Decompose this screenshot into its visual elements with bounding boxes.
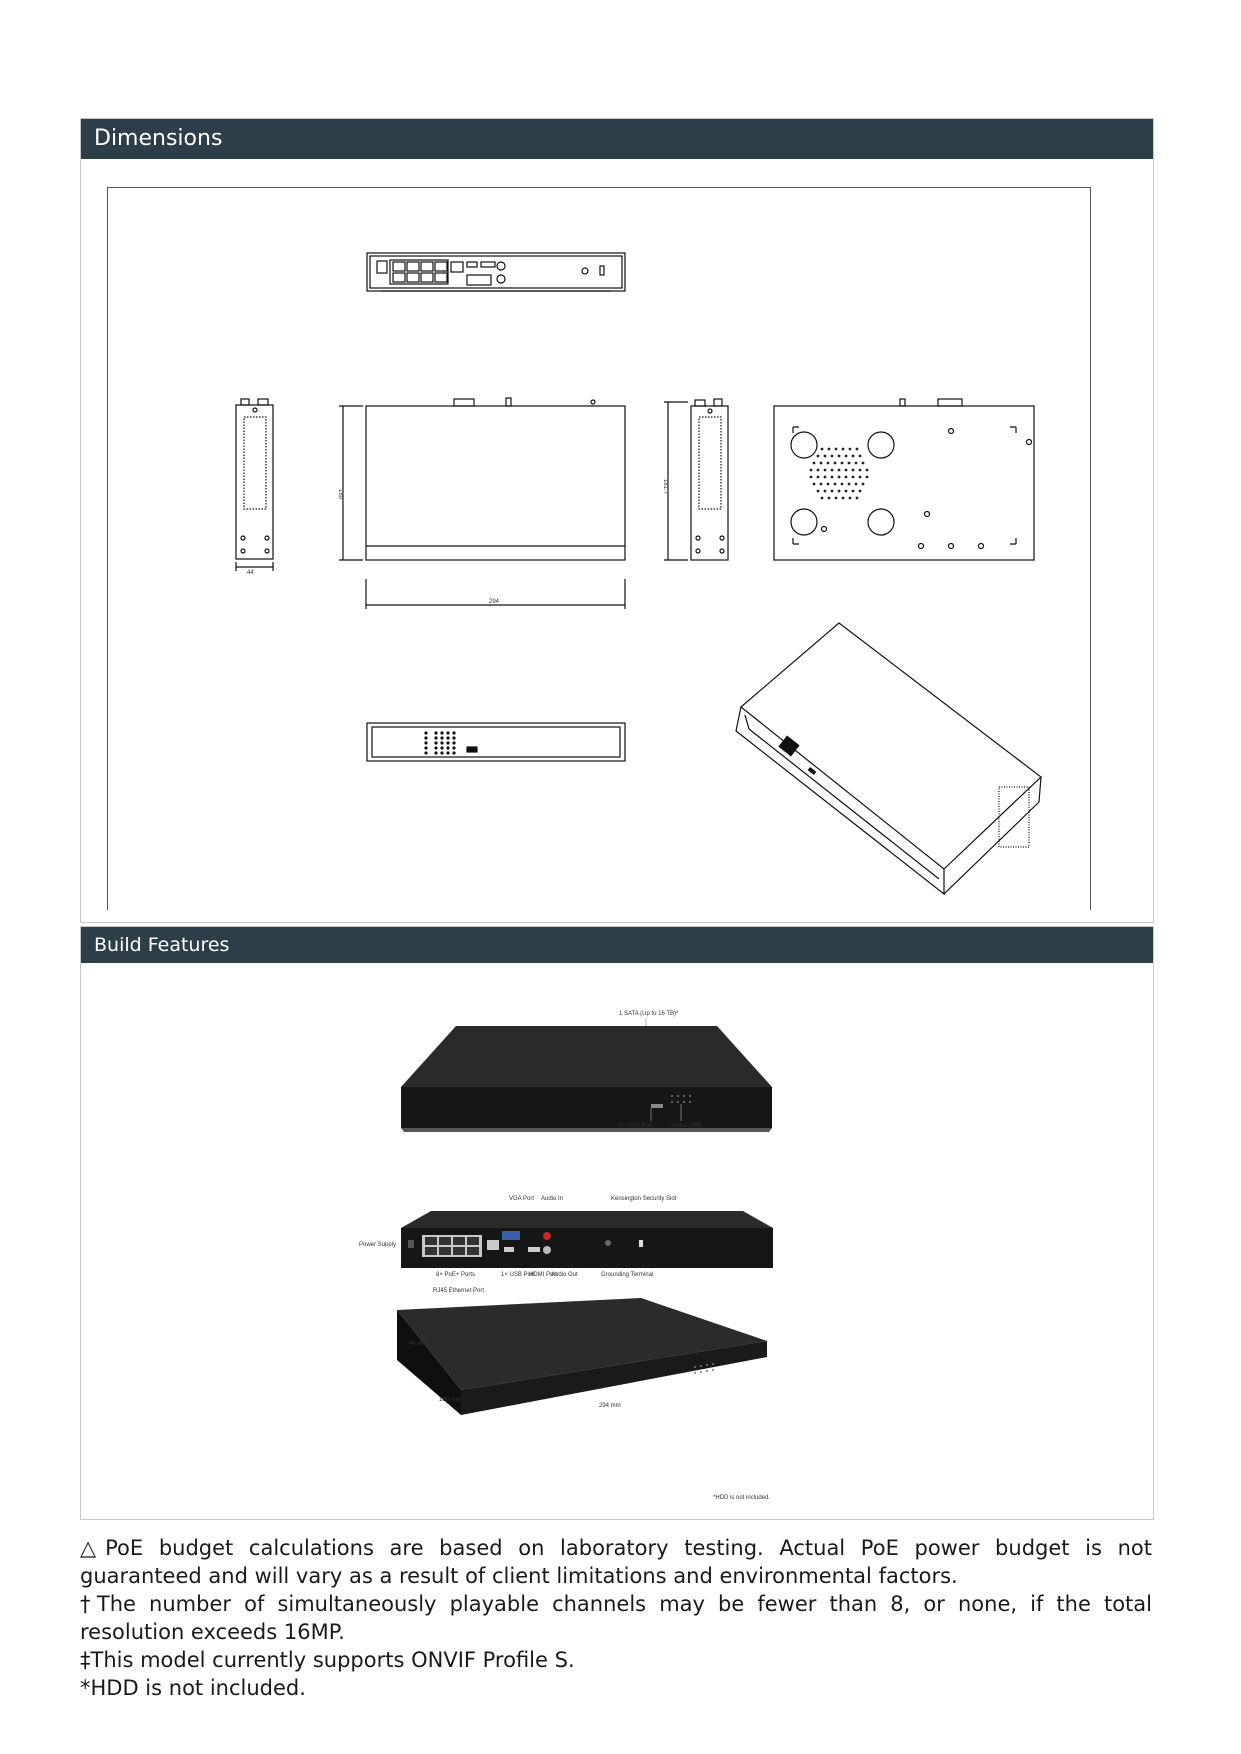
callout-audio-in: Audio In [541,1196,563,1202]
top-view-drawing [339,397,626,609]
dim-label-depth: 180 [337,489,343,500]
footnotes: △PoE budget calculations are based on la… [80,1534,1152,1702]
callout-usb-back: 1× USB Port [501,1272,535,1278]
callout-usb-front: 1× USB Port [619,1123,653,1129]
left-side-drawing [235,398,274,571]
dim-label-height: 44 [247,570,254,576]
footnote-onvif: ‡This model currently supports ONVIF Pro… [80,1648,575,1672]
callout-rj45: RJ45 Ethernet Port [433,1288,484,1294]
device-front-image [401,1018,772,1132]
callout-hdmi: HDMI Port [529,1272,557,1278]
footnote-poe-budget: △PoE budget calculations are based on la… [80,1536,1152,1588]
dim-label-depth-side: 181.7 [662,479,668,495]
callout-dim-width: 294 mm [599,1403,621,1409]
build-features-section: Build Features 1 SATA (Up to 16 TB)* 1× … [80,926,1154,1520]
isometric-drawing [735,622,1042,896]
callout-sata: 1 SATA (Up to 16 TB)* [619,1011,679,1017]
callout-status-led: Status LED [671,1123,702,1129]
callout-audio-out: Audio Out [551,1272,578,1278]
callout-power: Power Supply [359,1242,396,1248]
callout-dim-depth: 180 mm [439,1397,461,1403]
right-side-drawing [664,398,729,561]
device-isometric-image [397,1298,767,1415]
build-features-images: 1 SATA (Up to 16 TB)* 1× USB Port Status… [359,1011,773,1501]
dimensions-section: Dimensions [80,118,1154,923]
footnote-hdd: *HDD is not included. [80,1676,306,1700]
callout-kensington: Kensington Security Slot [611,1196,677,1202]
front-view-drawing [366,722,626,762]
callout-vga: VGA Port [509,1196,534,1202]
technical-drawing-frame [107,187,1091,910]
callout-grounding: Grounding Terminal [601,1272,653,1278]
device-back-image [401,1211,773,1268]
back-view-drawing [366,252,626,292]
footnote-playable-channels: †The number of simultaneously playable c… [80,1592,1152,1644]
callout-poe: 8× PoE+ Ports [436,1272,475,1278]
dim-label-width: 294 [489,599,500,605]
dimensions-header: Dimensions [81,119,1153,159]
callout-hdd-note: *HDD is not included. [713,1495,770,1501]
callout-dim-height: 44 mm [409,1341,427,1347]
build-features-header: Build Features [81,927,1153,963]
technical-drawings: 44 180 181.7 294 [235,252,1042,896]
bottom-view-drawing [773,398,1035,561]
